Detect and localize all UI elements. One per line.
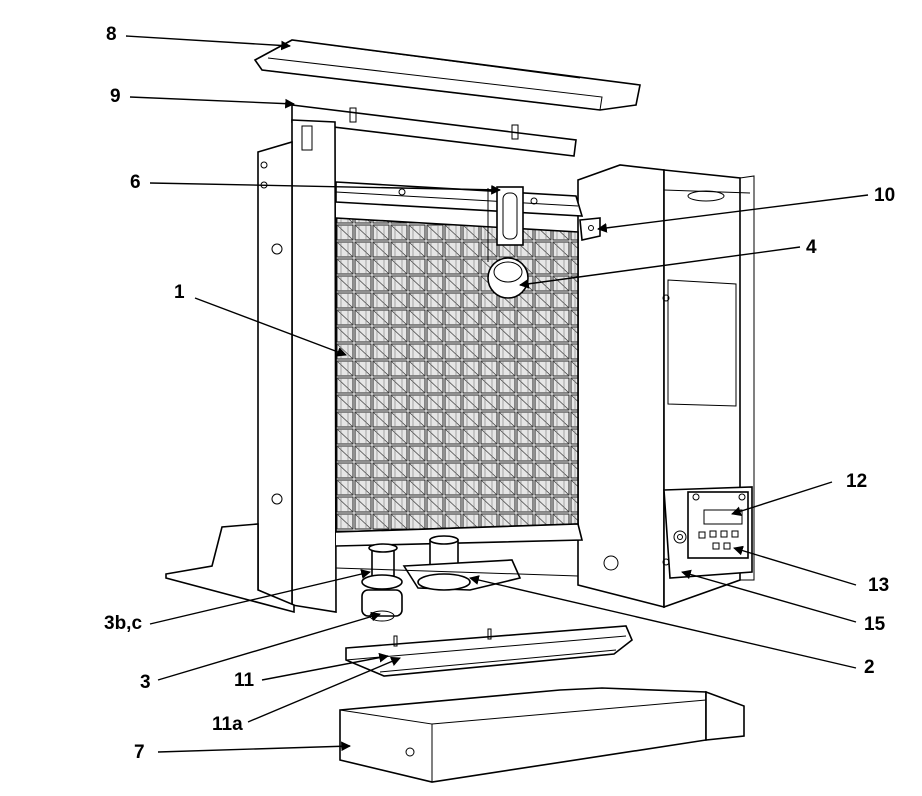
top-cover-part: [253, 39, 641, 111]
callout-3: 3: [140, 672, 151, 693]
callout-8: 8: [106, 24, 117, 45]
callout-4: 4: [806, 237, 817, 258]
base-flange-left: [165, 523, 295, 614]
leader-lines: [125, 35, 869, 753]
callout-7: 7: [134, 742, 145, 763]
callout-3bc: 3b,c: [104, 613, 142, 634]
callout-15: 15: [864, 614, 886, 635]
callout-11: 11: [234, 670, 255, 691]
callout-1: 1: [174, 282, 185, 303]
callout-11a: 11a: [212, 714, 243, 735]
callout-13: 13: [868, 575, 889, 596]
water-trough-part: [345, 625, 633, 677]
evaporator-grid-part: [335, 217, 584, 547]
callout-labels: 8 9 6 10 4 1 12 13 15 3b,c 3 2 11 11a 7: [104, 24, 895, 763]
pump-assembly-part: [361, 543, 403, 622]
ice-chute-part: [339, 687, 745, 783]
left-side-panel: [257, 119, 337, 613]
callout-12: 12: [846, 471, 867, 492]
top-rail-part: [291, 104, 577, 157]
clip-part: [579, 217, 601, 241]
callout-9: 9: [110, 86, 121, 107]
callout-6: 6: [130, 172, 141, 193]
control-box-part: [663, 486, 753, 579]
callout-2: 2: [864, 657, 875, 678]
callout-10: 10: [874, 185, 895, 206]
probe-assembly-part: [487, 186, 529, 299]
